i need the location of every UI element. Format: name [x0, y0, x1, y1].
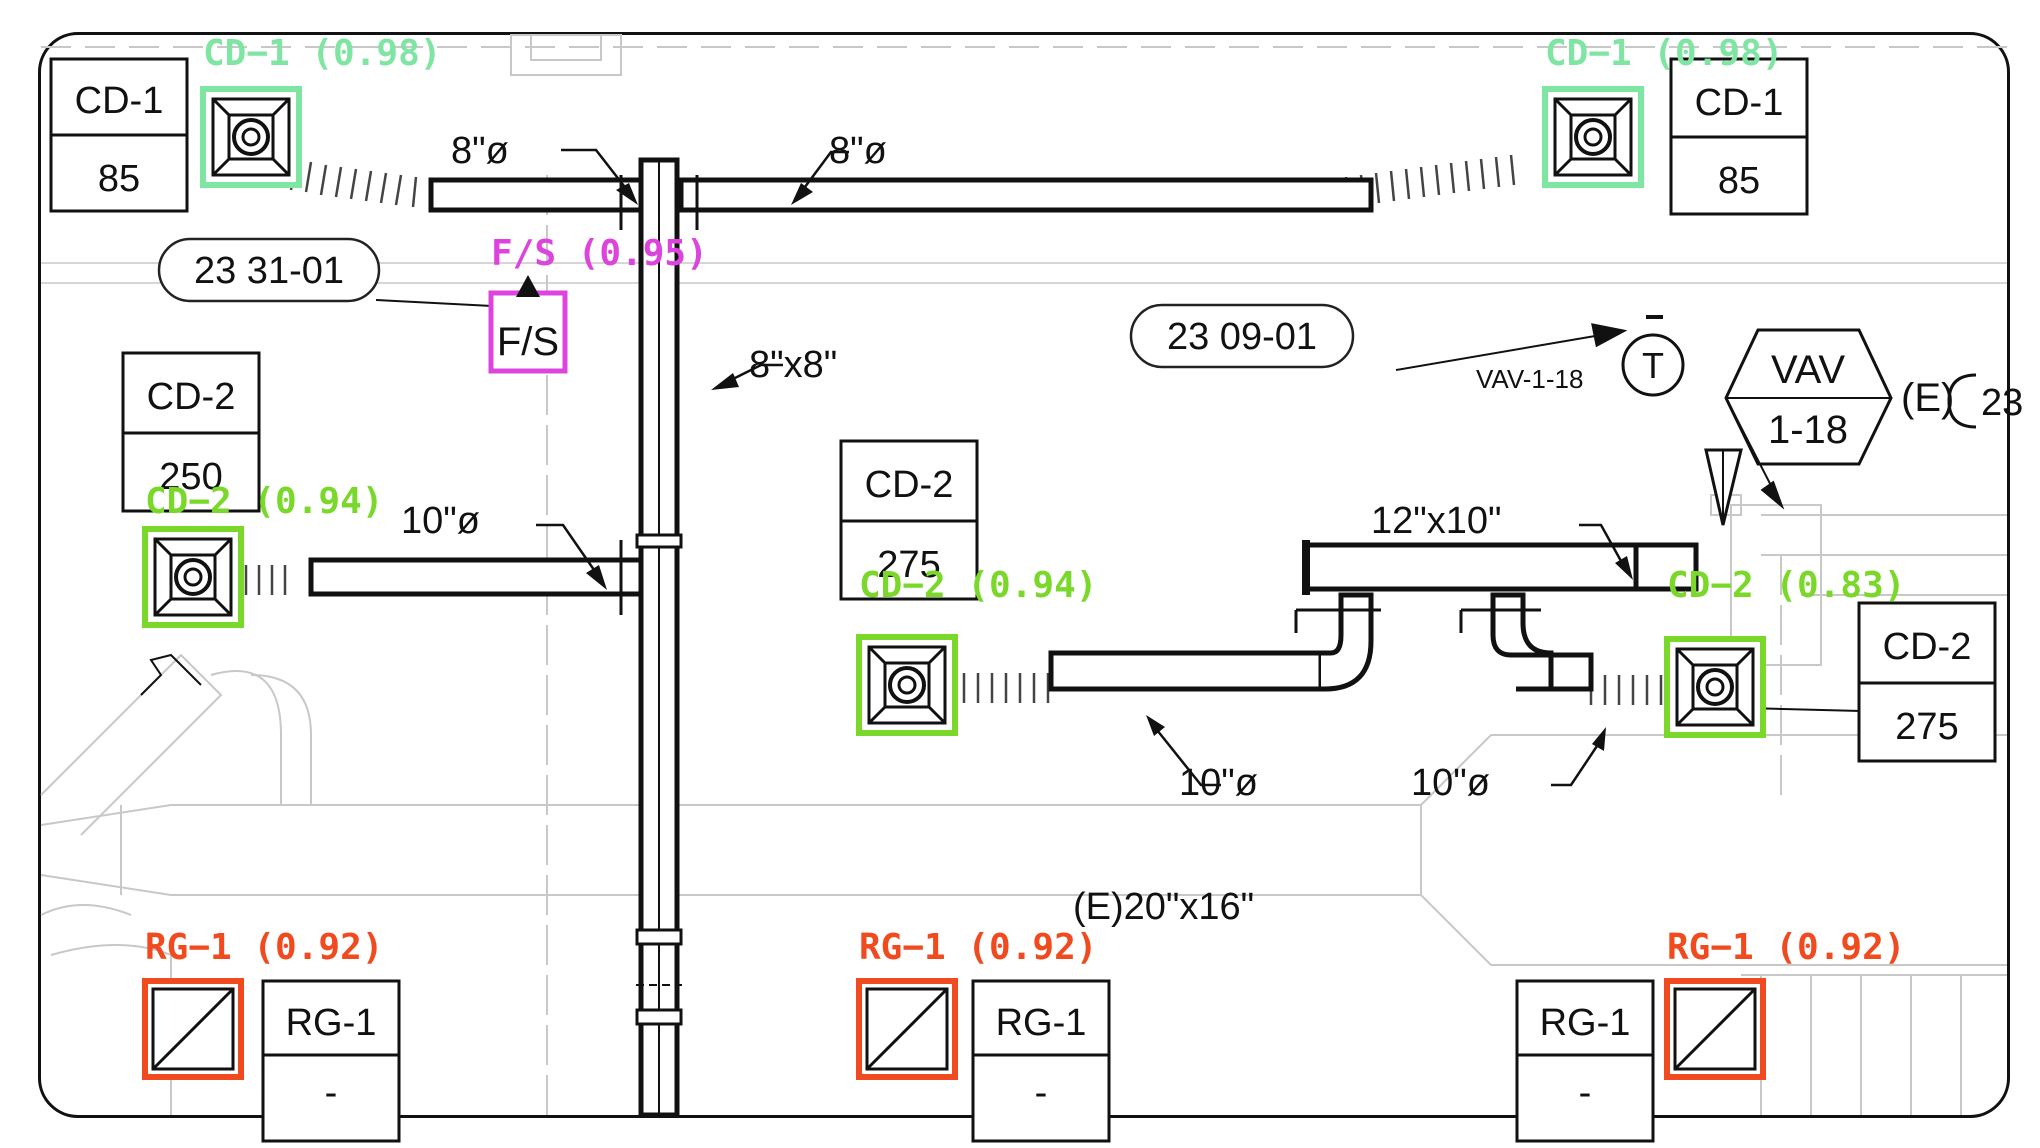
- diffuser-cd2-mid[interactable]: [856, 634, 958, 736]
- svg-text:250: 250: [159, 456, 222, 498]
- vav-existing: (E): [1901, 376, 1954, 420]
- hvac-drawing: 8"ø 8"ø 8"x8" 10"ø 12"x10" 10"ø 10"ø (E)…: [40, 33, 2023, 1143]
- square-diffuser-icon: [211, 97, 291, 177]
- duct-12x10: [1303, 542, 1639, 592]
- tag-cd1-left: CD-1 85: [49, 57, 189, 213]
- det-label-rg-left: RG−1 (0.92): [145, 927, 383, 968]
- grille-rg-right[interactable]: [1664, 978, 1766, 1080]
- tag-cd2-right: CD-2 275: [1857, 601, 1997, 763]
- square-diffuser-icon: [1675, 647, 1755, 727]
- duct-10-right: [1548, 652, 1594, 692]
- square-diffuser-icon: [867, 645, 947, 725]
- dim-existing-main: (E)20"x16": [1073, 886, 1254, 928]
- vav-labels: T VAV-1-18 VAV 1-18 (E): [1476, 345, 1954, 452]
- diffuser-cd1-right[interactable]: [1542, 86, 1644, 188]
- spec-callouts: 23 31-01 23 09-01 23: [157, 237, 2023, 424]
- svg-text:RG-1: RG-1: [996, 1002, 1087, 1044]
- tag-cd1-right: CD-1 85: [1669, 57, 1809, 216]
- svg-text:CD-2: CD-2: [147, 376, 236, 418]
- square-diffuser-icon: [153, 537, 233, 617]
- dim-duct-8x8: 8"x8": [749, 344, 837, 386]
- det-label-cd2-mid: CD−2 (0.94): [859, 565, 1097, 606]
- svg-text:CD-1: CD-1: [75, 80, 164, 122]
- drawing-frame: 8"ø 8"ø 8"x8" 10"ø 12"x10" 10"ø 10"ø (E)…: [38, 32, 2023, 1143]
- dim-duct-10-mid: 10"ø: [1179, 762, 1258, 804]
- thermostat-symbol: T: [1642, 345, 1664, 386]
- dimension-labels: 8"ø 8"ø 8"x8" 10"ø 12"x10" 10"ø 10"ø (E)…: [401, 130, 1502, 928]
- callout-23-31-01-text: 23 31-01: [194, 250, 344, 292]
- return-grille-icon: [151, 987, 235, 1071]
- duct-elbow-right: [1490, 592, 1554, 658]
- det-label-cd1-right: CD−1 (0.98): [1545, 33, 1783, 74]
- svg-text:CD-2: CD-2: [865, 464, 954, 506]
- svg-text:RG-1: RG-1: [286, 1002, 377, 1044]
- tag-rg-mid: RG-1 -: [971, 979, 1111, 1143]
- det-label-fs: F/S (0.95): [491, 233, 708, 274]
- svg-text:-: -: [1035, 1072, 1048, 1114]
- grille-rg-left[interactable]: [142, 978, 244, 1080]
- tag-cd2-left: CD-2 250: [121, 351, 261, 513]
- duct-elbow-mid: [1321, 592, 1374, 692]
- det-label-rg-right: RG−1 (0.92): [1667, 927, 1905, 968]
- tag-cd2-mid: CD-2 275: [839, 439, 979, 601]
- diffuser-cd2-left[interactable]: [142, 526, 244, 628]
- thermostat-icon: [1621, 333, 1685, 397]
- detection-labels: CD−1 (0.98) CD−1 (0.98) F/S (0.95) CD−2 …: [145, 33, 1905, 968]
- det-label-cd1-left: CD−1 (0.98): [203, 33, 441, 74]
- return-grille-icon: [1673, 987, 1757, 1071]
- svg-text:-: -: [1579, 1072, 1592, 1114]
- dimension-leaders: [140, 148, 1633, 787]
- diffuser-cd1-left[interactable]: [200, 86, 302, 188]
- callout-23-09-01-text: 23 09-01: [1167, 316, 1317, 358]
- flex-duct-cd1-left: [289, 159, 418, 208]
- fire-smoke-damper[interactable]: F/S: [488, 275, 568, 374]
- svg-text:-: -: [325, 1072, 338, 1114]
- callout-23-cut: 23: [1981, 382, 2023, 424]
- vav-label-line2: 1-18: [1768, 408, 1848, 452]
- thermostat-label: VAV-1-18: [1476, 364, 1583, 394]
- duct-10-mid: [1048, 650, 1324, 692]
- dim-duct-8-right: 8"ø: [829, 130, 887, 172]
- vav-label-line1: VAV: [1771, 348, 1845, 392]
- svg-text:85: 85: [98, 158, 140, 200]
- tag-rg-left: RG-1 -: [261, 979, 401, 1143]
- grille-rg-mid[interactable]: [856, 978, 958, 1080]
- dim-duct-10-left: 10"ø: [401, 500, 480, 542]
- tag-rg-right: RG-1 -: [1515, 979, 1655, 1143]
- svg-text:RG-1: RG-1: [1540, 1002, 1631, 1044]
- dim-duct-12x10: 12"x10": [1371, 500, 1502, 542]
- flex-duct-cd2-right: [1589, 675, 1677, 705]
- callout-23-31-01: [157, 237, 381, 303]
- duct-8-right: [678, 177, 1374, 213]
- dim-duct-10-right: 10"ø: [1411, 762, 1490, 804]
- callout-23-09-01: [1129, 303, 1355, 369]
- square-diffuser-icon: [1553, 97, 1633, 177]
- svg-text:275: 275: [877, 544, 940, 586]
- return-grille-icon: [865, 987, 949, 1071]
- dim-duct-8-left: 8"ø: [451, 130, 509, 172]
- flex-duct-cd2-mid: [962, 673, 1050, 703]
- svg-text:CD-1: CD-1: [1695, 82, 1784, 124]
- fire-smoke-damper-symbol: F/S: [497, 320, 559, 364]
- det-label-rg-mid: RG−1 (0.92): [859, 927, 1097, 968]
- diffuser-cd2-right[interactable]: [1664, 636, 1766, 738]
- svg-text:275: 275: [1895, 706, 1958, 748]
- det-label-cd2-left: CD−2 (0.94): [145, 481, 383, 522]
- det-label-cd2-right: CD−2 (0.83): [1667, 565, 1905, 606]
- duct-10-left: [308, 557, 644, 597]
- svg-text:CD-2: CD-2: [1883, 626, 1972, 668]
- equipment-tags: CD-1 85 CD-1 85 CD-2 250 CD-2 275 CD-2 2…: [49, 57, 1997, 1143]
- flex-duct-hatching: [231, 154, 1677, 705]
- ductwork: [308, 157, 1699, 1118]
- svg-text:85: 85: [1718, 160, 1760, 202]
